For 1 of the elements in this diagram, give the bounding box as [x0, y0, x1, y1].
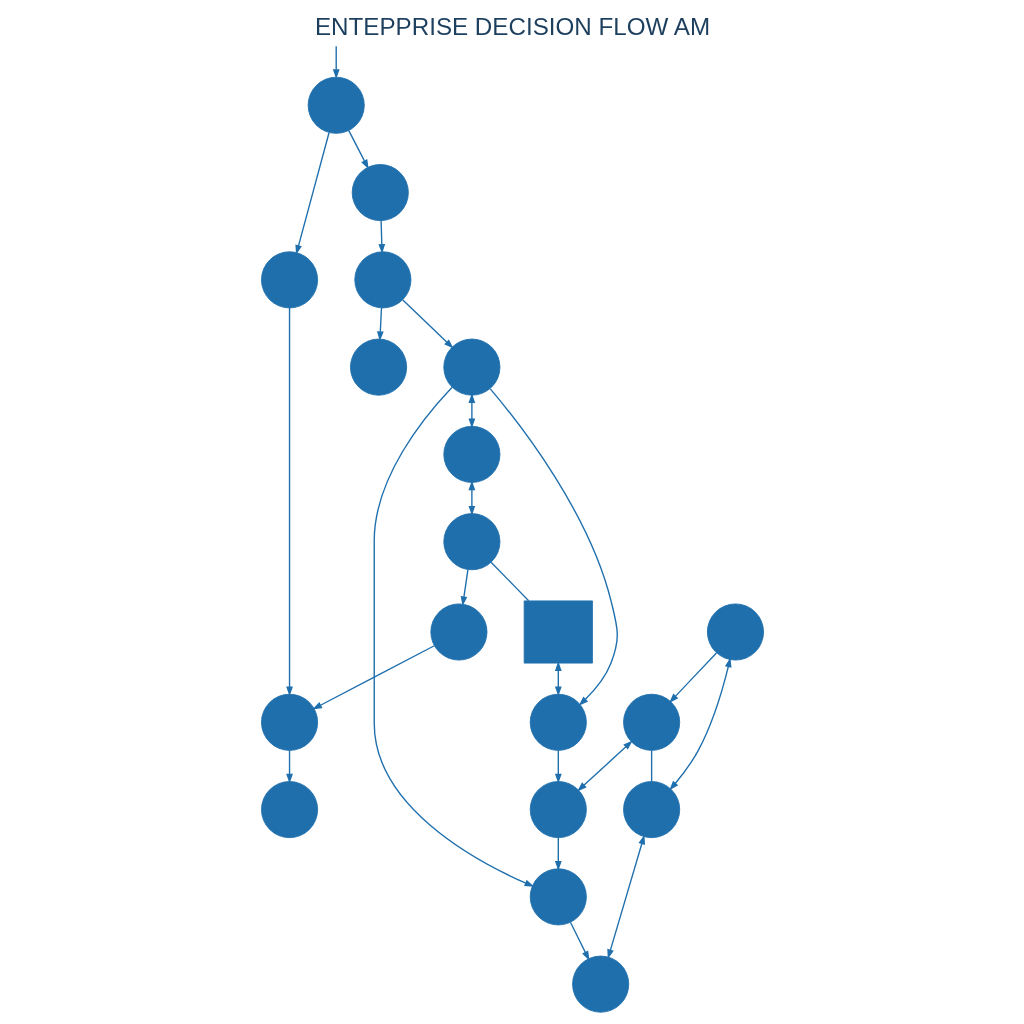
- diagram-title: ENTEPPRISE DECISION FLOW AM: [314, 12, 710, 40]
